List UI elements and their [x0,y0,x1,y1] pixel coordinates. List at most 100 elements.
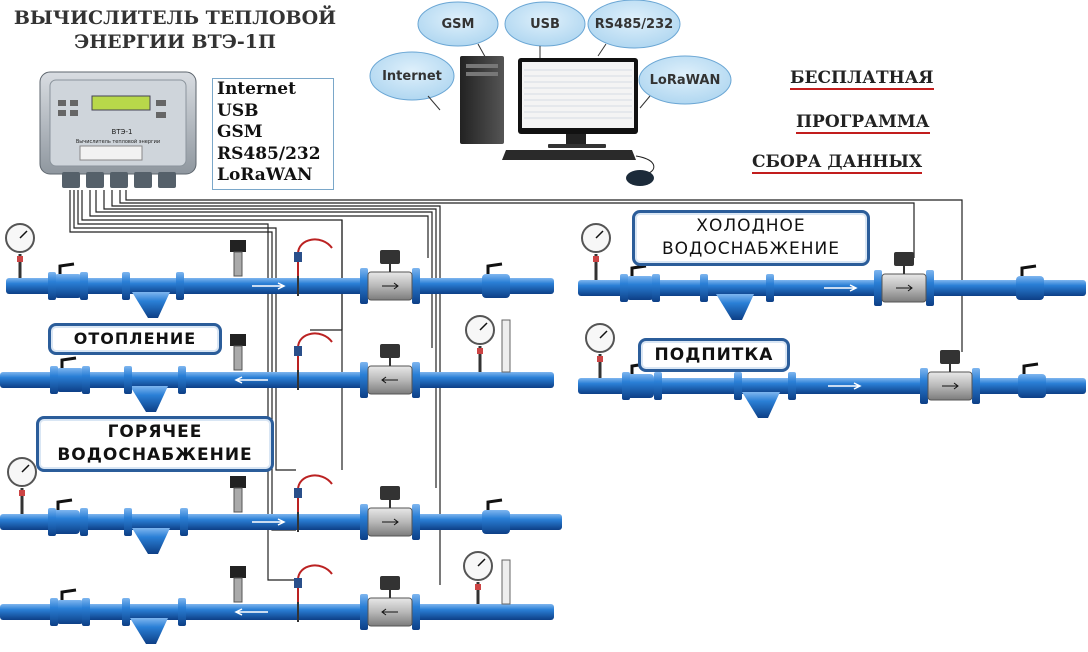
strainer-icon [716,294,754,320]
cloud-gsm: GSM [417,1,499,47]
flow-meter-icon [360,344,420,398]
interfaces-list: Internet USB GSM RS485/232 LoRaWAN [212,78,334,190]
label-cold-water-line-2: ВОДОСНАБЖЕНИЕ [662,239,840,259]
flow-arrow-icon [252,282,286,290]
flange [124,508,132,536]
temperature-sensor-icon [294,332,333,390]
flow-meter-icon [874,252,934,306]
flange [700,274,708,302]
cloud-label: LoRaWAN [650,73,721,88]
cloud-rs485: RS485/232 [587,0,681,49]
ball-valve-icon [1016,264,1044,300]
interface-item: USB [217,100,259,121]
pressure-transducer-icon [230,334,246,371]
flange [50,598,58,626]
cloud-label: RS485/232 [595,17,673,32]
cloud-lorawan: LoRaWAN [638,55,732,105]
flange [82,598,90,626]
flange [50,366,58,394]
ball-valve-icon [56,356,84,392]
flange [80,272,88,300]
signal-cables [69,190,963,585]
cloud-internet: Internet [369,51,455,101]
flow-meter-icon [360,576,420,630]
pressure-gauge-icon [7,457,37,514]
pressure-gauge-icon [5,223,35,278]
interface-item: GSM [217,122,263,142]
cloud-label: GSM [442,17,475,32]
label-cold-water-line-1: ХОЛОДНОЕ [696,216,806,236]
ball-valve-icon [56,588,84,624]
page-title: ВЫЧИСЛИТЕЛЬ ТЕПЛОВОЙ ЭНЕРГИИ ВТЭ-1П [10,6,340,54]
device-caption: Вычислитель тепловой энергии [76,138,160,145]
flange [48,272,56,300]
free-software-line-1: БЕСПЛАТНАЯ [790,68,934,90]
flow-meter-icon [920,350,980,404]
ball-valve-icon [482,498,510,534]
interface-item: LoRaWAN [217,165,313,185]
flow-arrow-icon [824,284,858,292]
computer-icon [460,56,655,186]
flange [178,598,186,626]
pressure-gauge-icon [585,323,615,378]
strainer-icon [132,528,170,554]
interface-item: RS485/232 [217,143,321,164]
flow-arrow-icon [234,376,268,384]
flange [734,372,742,400]
ball-valve-icon [626,264,654,300]
flange [654,372,662,400]
flange [122,272,130,300]
pressure-transducer-icon [230,566,246,603]
cloud-usb: USB [504,1,586,47]
label-hot-water-line-1: ГОРЯЧЕЕ [107,422,203,442]
flange [48,508,56,536]
pressure-transducer-icon [230,240,246,277]
heat-calculator-device: ВТЭ-1 Вычислитель тепловой энергии [39,71,197,188]
device-model: ВТЭ-1 [112,128,133,136]
pressure-gauge-icon [581,223,611,280]
strainer-icon [130,386,168,412]
flow-meter-icon [360,250,420,304]
ball-valve-icon [1018,362,1046,398]
ball-valve-icon [52,498,80,534]
strainer-icon [130,618,168,644]
flange [766,274,774,302]
cloud-label: USB [530,17,560,32]
flow-arrow-icon [252,518,286,526]
flange [788,372,796,400]
flange [620,274,628,302]
temperature-sensor-icon [294,564,333,622]
flange [180,508,188,536]
free-software-line-2: ПРОГРАММА [796,112,930,134]
temperature-sensor-icon [294,238,333,296]
flange [178,366,186,394]
flange [82,366,90,394]
ball-valve-icon [54,262,82,298]
flange [652,274,660,302]
thermometer-icon [501,559,511,605]
title-line-2: ЭНЕРГИИ ВТЭ-1П [74,31,276,53]
title-line-1: ВЫЧИСЛИТЕЛЬ ТЕПЛОВОЙ [13,7,337,29]
flange [122,598,130,626]
free-software-line-3: СБОРА ДАННЫХ [752,152,923,174]
flow-arrow-icon [828,382,862,390]
pressure-gauge-icon [463,551,493,604]
thermometer-icon [501,319,511,373]
label-heating: ОТОПЛЕНИЕ [48,323,222,355]
flange [124,366,132,394]
pressure-transducer-icon [230,476,246,513]
flange [176,272,184,300]
label-hot-water-line-2: ВОДОСНАБЖЕНИЕ [57,445,253,465]
flow-meter-icon [360,486,420,540]
ball-valve-icon [482,262,510,298]
label-hot-water: ГОРЯЧЕЕ ВОДОСНАБЖЕНИЕ [36,416,274,472]
cloud-label: Internet [382,69,442,84]
strainer-icon [742,392,780,418]
interface-item: Internet [217,79,296,99]
flange [622,372,630,400]
flow-arrow-icon [234,608,268,616]
pressure-gauge-icon [465,315,495,372]
temperature-sensor-icon [294,474,333,532]
label-makeup: ПОДПИТКА [638,338,790,372]
